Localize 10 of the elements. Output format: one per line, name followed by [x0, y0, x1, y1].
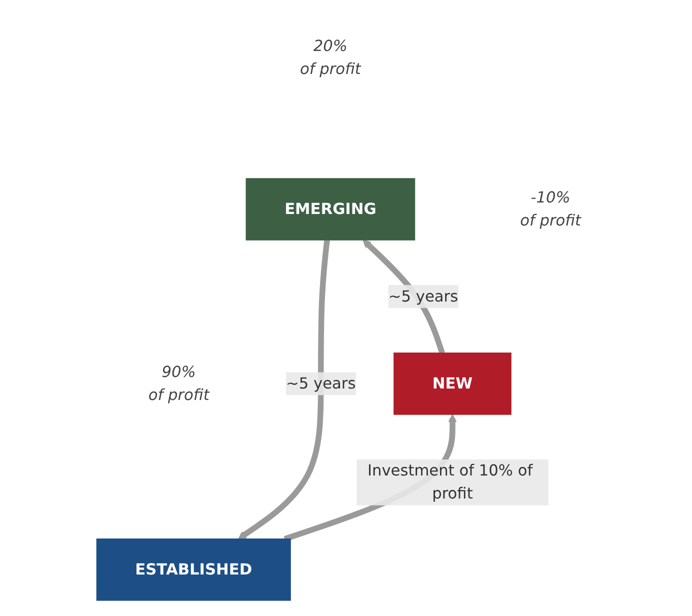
edge-label: Investment of 10% of profit [368, 461, 534, 503]
edge-label: ~5 years [388, 286, 459, 306]
node-label: 20% [314, 36, 348, 55]
node-label: -10% [531, 188, 571, 206]
edge-label: ~5 years [286, 374, 356, 392]
arrow [238, 240, 330, 540]
node-box: EMERGING [246, 178, 416, 240]
node-label: 90% [162, 362, 196, 381]
node-box: NEW [394, 352, 512, 415]
node-box: ESTABLISHED [96, 538, 292, 601]
